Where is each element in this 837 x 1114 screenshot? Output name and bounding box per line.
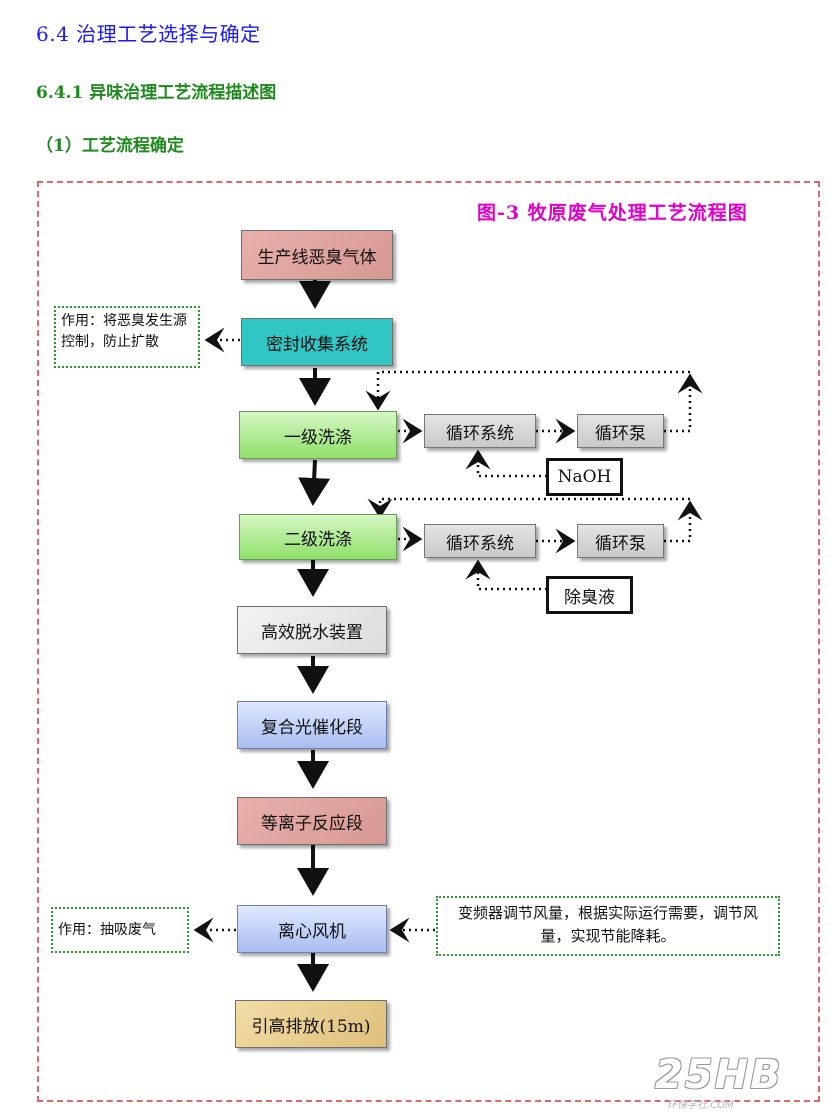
note-vfd: 变频器调节风量，根据实际运行需要，调节风量，实现节能降耗。 xyxy=(436,896,780,956)
box-loop1-pump: 循环泵 xyxy=(577,414,664,448)
box-dewatering: 高效脱水装置 xyxy=(237,606,387,654)
watermark-text: 25HB xyxy=(655,1052,783,1098)
box-stack-discharge: 引高排放(15m) xyxy=(235,1000,387,1048)
arrow-down-3 xyxy=(298,459,331,506)
note-seal-function: 作用：将恶臭发生源控制，防止扩散 xyxy=(54,306,200,368)
box-seal-collection: 密封收集系统 xyxy=(241,318,393,366)
watermark-logo: 25HB 环保学社.COM xyxy=(655,1052,783,1111)
arrow-loop2-return xyxy=(367,497,690,519)
box-loop2-pump: 循环泵 xyxy=(577,524,664,558)
arrow-deodorant xyxy=(465,559,547,591)
figure-frame xyxy=(37,181,820,1102)
box-plasma: 等离子反应段 xyxy=(237,797,387,845)
box-deodorant: 除臭液 xyxy=(546,576,633,614)
box-odor-source: 生产线恶臭气体 xyxy=(241,230,393,280)
box-centrifugal-fan: 离心风机 xyxy=(237,905,387,953)
item-heading: （1）工艺流程确定 xyxy=(36,136,184,156)
figure-title: 图-3 牧原废气处理工艺流程图 xyxy=(477,202,748,224)
box-loop2-circulation: 循环系统 xyxy=(424,524,536,558)
arrow-naoh xyxy=(465,449,547,478)
note-fan-function: 作用：抽吸废气 xyxy=(51,907,189,953)
box-photocatalysis: 复合光催化段 xyxy=(237,701,387,749)
arrow-pump1-up xyxy=(664,373,703,433)
box-wash-stage-1: 一级洗涤 xyxy=(239,411,397,459)
box-loop1-circulation: 循环系统 xyxy=(424,414,536,448)
box-naoh: NaOH xyxy=(546,458,623,496)
subsection-heading: 6.4.1 异味治理工艺流程描述图 xyxy=(36,83,277,103)
section-heading: 6.4 治理工艺选择与确定 xyxy=(36,22,261,46)
arrow-loop1-return xyxy=(365,370,690,411)
box-wash-stage-2: 二级洗涤 xyxy=(239,514,397,560)
arrow-pump2-up xyxy=(664,500,703,543)
watermark-caption: 环保学社.COM xyxy=(667,1100,734,1111)
